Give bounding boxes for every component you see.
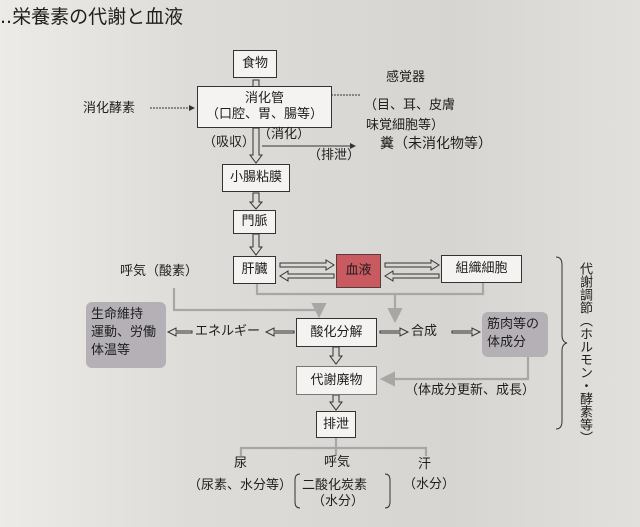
urine-detail: （尿素、水分等） <box>188 478 293 493</box>
arrow-portal-liver <box>249 233 263 256</box>
oxidative-decomposition-label: 酸化分解 <box>310 324 363 340</box>
urine-label: 尿 <box>234 456 248 471</box>
arrow-synthesis-body <box>451 327 482 337</box>
line-oxygen-oxid <box>172 288 327 319</box>
excretion-small-label: （排泄） <box>308 148 361 163</box>
sense-detail-1: （目、耳、皮膚 <box>364 98 456 113</box>
exhale-oxygen-label: 呼気（酸素） <box>120 264 199 279</box>
absorption-label: （吸収） <box>203 135 256 150</box>
arrow-oxid-energy <box>264 327 295 337</box>
sweat-label: 汗 <box>418 457 432 472</box>
node-food: 食物 <box>233 50 277 78</box>
synthesis-label: 合成 <box>411 324 438 339</box>
exhale-water-label: （水分） <box>312 494 365 509</box>
digestive-tract-detail: （口腔、胃、腸等） <box>205 107 323 122</box>
node-intestinal-mucosa: 小腸粘膜 <box>222 164 290 192</box>
arrow-tract-mucosa <box>249 127 263 164</box>
portal-vein-label: 門脈 <box>241 214 268 229</box>
arrow-tissue-blood <box>384 270 440 282</box>
tissue-cells-label: 組織細胞 <box>455 261 508 276</box>
node-liver: 肝臓 <box>233 256 276 284</box>
metabolic-waste-label: 代謝廃物 <box>310 372 363 388</box>
arrow-liver-blood <box>279 259 335 271</box>
sweat-water-label: （水分） <box>403 477 456 492</box>
body-component-line-2: 体成分 <box>487 335 527 350</box>
node-metabolic-waste: 代謝廃物 <box>296 366 377 395</box>
intestinal-mucosa-label: 小腸粘膜 <box>229 170 282 185</box>
bracket-right <box>384 473 391 509</box>
life-support-line-1: 生命維持 <box>91 307 144 322</box>
life-support-line-2: 運動、労働 <box>91 325 157 340</box>
page-title: ..栄養素の代謝と血液 <box>0 6 184 28</box>
node-oxidative-decomposition: 酸化分解 <box>296 318 377 347</box>
line-liver-tissue <box>255 282 485 296</box>
line-excretion-branch <box>239 438 428 456</box>
bracket-left <box>294 473 301 509</box>
feces-label: 糞（未消化物等） <box>380 136 492 152</box>
line-body-waste <box>379 357 530 387</box>
digestion-label: （消化） <box>258 127 311 142</box>
arrow-oxid-waste <box>329 346 343 365</box>
arrow-oxid-synthesis <box>379 327 410 337</box>
node-portal-vein: 門脈 <box>233 210 276 234</box>
excretion-label: 排泄 <box>322 416 349 432</box>
node-life-support: 生命維持 運動、労働 体温等 <box>86 302 166 368</box>
node-body-components: 筋肉等の 体成分 <box>482 312 548 357</box>
node-tissue-cells: 組織細胞 <box>441 255 522 283</box>
renewal-growth-label: （体成分更新、成長） <box>405 383 536 398</box>
arrow-blood-tissue <box>384 259 440 271</box>
node-excretion: 排泄 <box>316 411 356 438</box>
blood-label: 血液 <box>345 263 372 278</box>
energy-label: エネルギー <box>195 324 261 339</box>
sense-organ-label: 感覚器 <box>386 70 426 85</box>
digestive-enzyme-label: 消化酵素 <box>83 101 136 116</box>
sense-detail-2: 味覚細胞等） <box>366 118 445 133</box>
metabolic-regulation-label: 代謝調節（ホルモン・酵素等） <box>577 262 592 444</box>
arrow-energy-life <box>166 327 193 337</box>
node-food-label: 食物 <box>241 56 268 71</box>
node-blood: 血液 <box>336 254 381 288</box>
arrow-mucosa-portal <box>248 192 264 210</box>
life-support-line-3: 体温等 <box>91 343 131 358</box>
liver-label: 肝臓 <box>241 262 268 277</box>
co2-label: 二酸化炭素 <box>302 478 368 493</box>
body-component-line-1: 筋肉等の <box>487 317 540 332</box>
digestive-tract-label: 消化管 <box>244 91 284 106</box>
regulation-brace <box>555 256 568 430</box>
node-digestive-tract: 消化管 （口腔、胃、腸等） <box>197 86 332 128</box>
arrow-blood-liver <box>279 270 335 282</box>
arrow-waste-excretion <box>329 394 343 411</box>
exhale-label: 呼気 <box>324 455 351 470</box>
